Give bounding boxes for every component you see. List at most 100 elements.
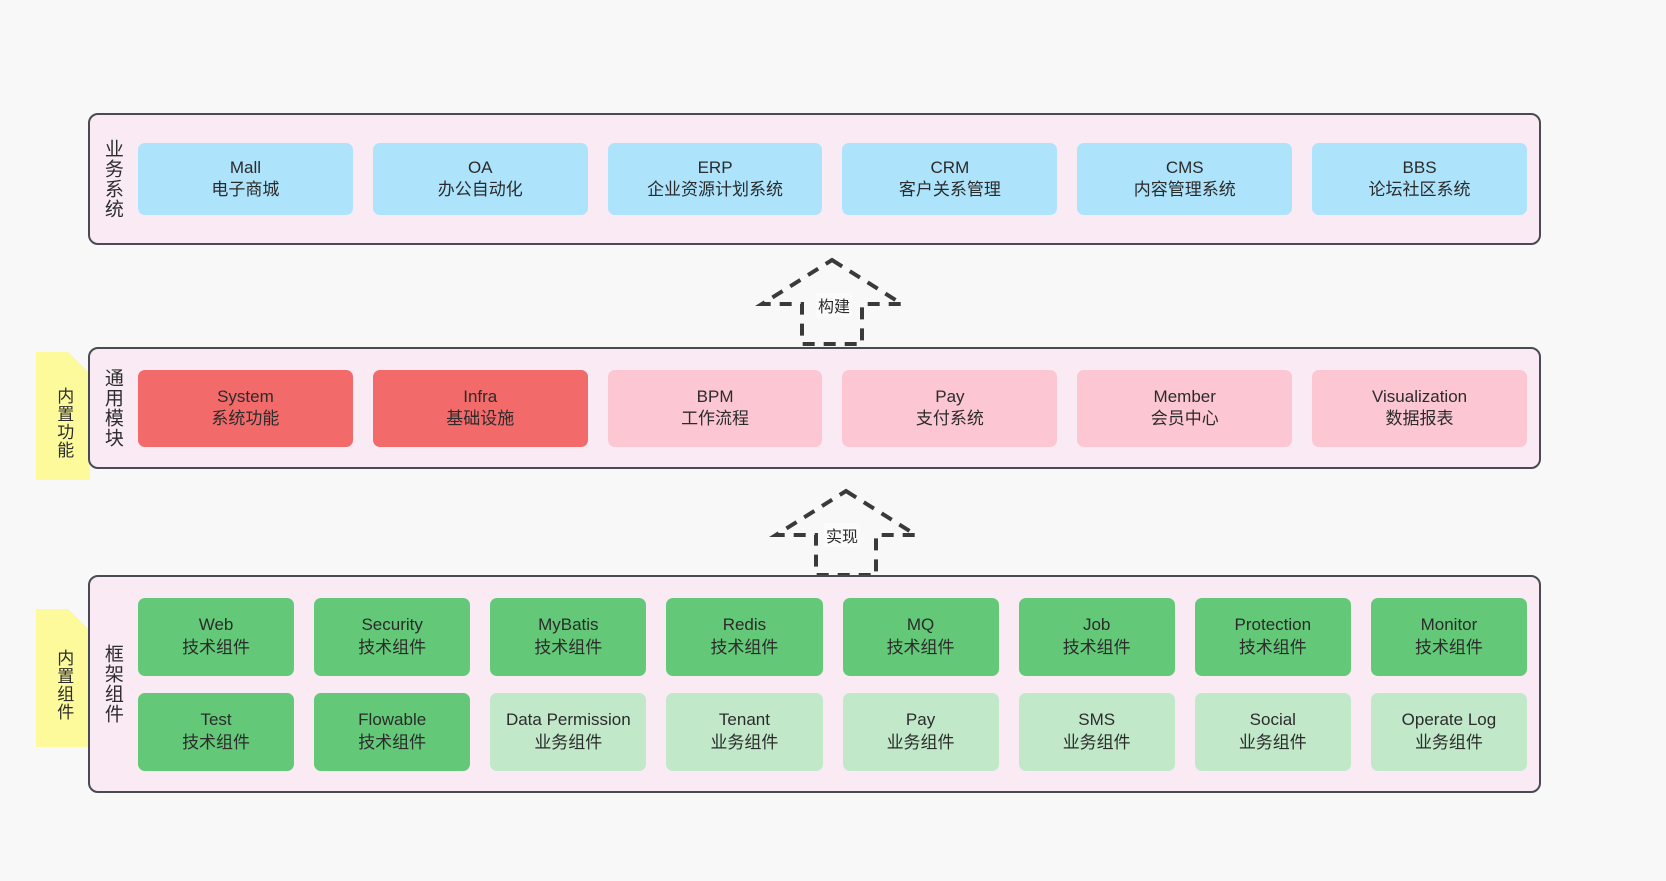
card-bbs[interactable]: BBS 论坛社区系统 [1312,143,1527,215]
card-tenant-title: Tenant [718,710,770,730]
card-erp[interactable]: ERP 企业资源计划系统 [607,143,823,215]
card-security-subtitle: 技术组件 [358,637,427,657]
card-visualization-subtitle: 数据报表 [1385,409,1454,428]
card-protection[interactable]: Protection 技术组件 [1194,597,1351,676]
note-builtin-function-label: 内置功能 [54,387,74,459]
implement-arrow-label: 实现 [824,523,861,547]
card-mybatis-title: MyBatis [538,615,599,635]
card-mq-subtitle: 技术组件 [886,637,955,657]
card-protection-subtitle: 技术组件 [1238,637,1307,657]
card-mq-title: MQ [906,615,935,635]
card-oa-subtitle: 办公自动化 [437,180,523,199]
card-member-subtitle: 会员中心 [1150,409,1219,428]
layer-common-module-row: System 系统功能 Infra 基础设施 BPM 工作流程 Pay 支付系统… [138,369,1527,447]
card-system-title: System [217,386,274,406]
card-bbs-subtitle: 论坛社区系统 [1368,180,1471,199]
card-test[interactable]: Test 技术组件 [138,692,295,771]
card-pay-module-title: Pay [935,386,965,406]
layer-framework-component-title: 框架组件 [101,644,123,724]
card-infra-subtitle: 基础设施 [446,409,515,428]
card-redis[interactable]: Redis 技术组件 [666,597,823,676]
card-web-title: Web [198,615,234,635]
card-monitor-title: Monitor [1420,615,1478,635]
layer-framework-component-row-2: Test 技术组件 Flowable 技术组件 Data Permission … [138,692,1527,771]
card-monitor-subtitle: 技术组件 [1414,637,1483,657]
card-pay-component[interactable]: Pay 业务组件 [842,692,999,771]
layer-business-system-row: Mall 电子商城 OA 办公自动化 ERP 企业资源计划系统 CRM 客户关系… [138,143,1527,215]
card-pay-module-subtitle: 支付系统 [915,409,984,428]
card-job-subtitle: 技术组件 [1062,637,1131,657]
note-builtin-component: 内置组件 [36,609,90,747]
card-mall[interactable]: Mall 电子商城 [138,143,353,215]
card-bpm[interactable]: BPM 工作流程 [607,369,823,447]
card-erp-title: ERP [697,157,733,177]
card-web-subtitle: 技术组件 [182,637,251,657]
card-social-title: Social [1249,710,1296,730]
card-tenant-subtitle: 业务组件 [710,732,779,752]
card-mq[interactable]: MQ 技术组件 [842,597,999,676]
card-bbs-title: BBS [1402,157,1437,177]
layer-common-module: 通用模块 System 系统功能 Infra 基础设施 BPM 工作流程 Pay… [88,347,1541,469]
card-flowable-title: Flowable [358,710,427,730]
layer-framework-component-body: Web 技术组件 Security 技术组件 MyBatis 技术组件 Redi… [134,577,1539,791]
card-web[interactable]: Web 技术组件 [138,597,295,676]
card-protection-title: Protection [1234,615,1312,635]
card-flowable[interactable]: Flowable 技术组件 [314,692,471,771]
card-visualization[interactable]: Visualization 数据报表 [1312,369,1527,447]
card-crm-title: CRM [930,157,970,177]
layer-business-system: 业务系统 Mall 电子商城 OA 办公自动化 ERP 企业资源计划系统 CRM… [88,113,1541,245]
card-tenant[interactable]: Tenant 业务组件 [666,692,823,771]
note-builtin-component-label: 内置组件 [54,649,74,721]
card-monitor[interactable]: Monitor 技术组件 [1370,597,1527,676]
card-data-permission-subtitle: 业务组件 [534,732,603,752]
card-system[interactable]: System 系统功能 [138,369,353,447]
card-infra[interactable]: Infra 基础设施 [372,369,588,447]
card-security-title: Security [361,615,423,635]
card-sms-title: SMS [1078,710,1116,730]
card-social[interactable]: Social 业务组件 [1194,692,1351,771]
card-member-title: Member [1153,386,1216,406]
build-arrow-label: 构建 [816,293,853,317]
layer-business-system-title: 业务系统 [101,139,123,219]
card-visualization-title: Visualization [1371,386,1468,406]
card-cms-title: CMS [1165,157,1204,177]
card-oa[interactable]: OA 办公自动化 [372,143,588,215]
card-operate-log-subtitle: 业务组件 [1414,732,1483,752]
card-member[interactable]: Member 会员中心 [1077,369,1293,447]
card-mall-subtitle: 电子商城 [211,180,280,199]
card-mall-title: Mall [229,157,261,177]
card-cms-subtitle: 内容管理系统 [1133,180,1236,199]
card-job[interactable]: Job 技术组件 [1018,597,1175,676]
layer-business-system-body: Mall 电子商城 OA 办公自动化 ERP 企业资源计划系统 CRM 客户关系… [134,115,1539,243]
card-security[interactable]: Security 技术组件 [314,597,471,676]
layer-common-module-title: 通用模块 [101,368,123,448]
card-test-title: Test [200,710,232,730]
card-data-permission-title: Data Permission [505,710,631,730]
card-redis-title: Redis [722,615,767,635]
card-cms[interactable]: CMS 内容管理系统 [1077,143,1293,215]
card-pay-component-title: Pay [905,710,936,730]
note-builtin-function: 内置功能 [36,352,90,480]
card-pay-component-subtitle: 业务组件 [886,732,955,752]
card-crm[interactable]: CRM 客户关系管理 [842,143,1058,215]
card-erp-subtitle: 企业资源计划系统 [647,180,784,199]
card-flowable-subtitle: 技术组件 [358,732,427,752]
card-pay-module[interactable]: Pay 支付系统 [842,369,1058,447]
card-sms[interactable]: SMS 业务组件 [1018,692,1175,771]
card-operate-log-title: Operate Log [1401,710,1497,730]
card-mybatis[interactable]: MyBatis 技术组件 [490,597,647,676]
card-bpm-subtitle: 工作流程 [681,409,750,428]
card-oa-title: OA [467,157,493,177]
card-crm-subtitle: 客户关系管理 [898,180,1001,199]
layer-framework-component: 框架组件 Web 技术组件 Security 技术组件 MyBatis 技术组件… [88,575,1541,793]
card-mybatis-subtitle: 技术组件 [534,637,603,657]
card-redis-subtitle: 技术组件 [710,637,779,657]
layer-framework-component-row-1: Web 技术组件 Security 技术组件 MyBatis 技术组件 Redi… [138,597,1527,676]
layer-common-module-body: System 系统功能 Infra 基础设施 BPM 工作流程 Pay 支付系统… [134,349,1539,467]
card-job-title: Job [1082,615,1111,635]
card-infra-title: Infra [463,386,498,406]
card-test-subtitle: 技术组件 [182,732,251,752]
card-data-permission[interactable]: Data Permission 业务组件 [490,692,647,771]
card-operate-log[interactable]: Operate Log 业务组件 [1370,692,1527,771]
card-sms-subtitle: 业务组件 [1062,732,1131,752]
